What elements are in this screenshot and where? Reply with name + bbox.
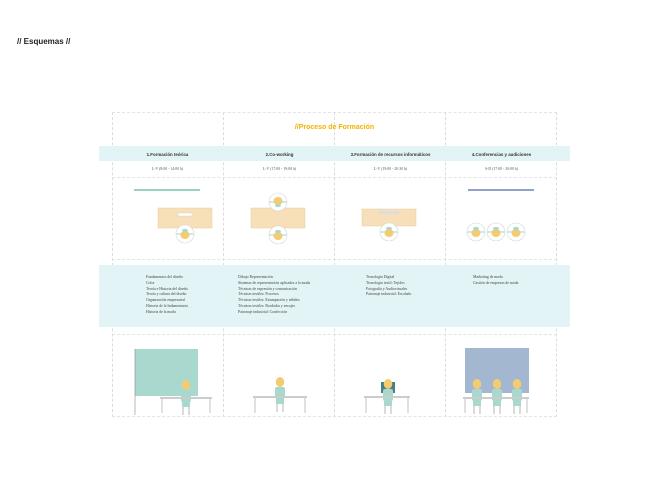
student-top-view	[268, 225, 288, 245]
stage-heading: 2.Co-working	[265, 152, 294, 157]
subject-item: Tecnología Digital	[366, 275, 395, 279]
stage-divider-line	[134, 189, 200, 191]
row-divider	[112, 177, 557, 178]
student-front-view	[491, 378, 503, 415]
row-divider	[112, 334, 557, 335]
subject-item: Historia de la Indumentaria	[146, 303, 188, 308]
subjects-list: Tecnología Digital Tecnología textil: Te…	[366, 275, 411, 298]
subject-item: Tecnología textil: Tejidos	[366, 280, 405, 285]
student-front-view	[471, 378, 483, 415]
row-divider	[112, 416, 557, 417]
row-divider	[112, 112, 557, 113]
stage-schedule: L-V (8:00 - 14:00 h)	[151, 167, 184, 171]
subject-item: Gestión de empresas de moda	[473, 280, 519, 285]
subject-item: Marketing de moda	[473, 275, 503, 279]
stage-divider-line	[468, 189, 534, 191]
stage-schedule: S-D (17:00 - 20:00 h)	[485, 167, 518, 171]
subject-item: Teoría y cultura del diseño	[146, 292, 187, 297]
row-divider	[112, 259, 557, 260]
student-front-view	[274, 376, 286, 413]
subjects-band	[99, 265, 570, 327]
column-divider	[334, 112, 335, 417]
subject-item: Organización empresarial	[146, 298, 186, 303]
student-top-view	[506, 222, 526, 242]
student-top-view	[379, 222, 399, 242]
subject-item: Color	[146, 280, 155, 285]
seating-top-view-illustrations	[157, 192, 526, 245]
stage-header-band	[99, 146, 570, 161]
column-divider	[445, 112, 446, 417]
stage-schedule: L-V (17:00 - 19:00 h)	[262, 167, 297, 171]
student-top-view	[268, 192, 288, 212]
stage-heading: 1.Formación teórica	[146, 152, 189, 157]
stage-schedule: L-V (19:00 - 20:30 h)	[373, 167, 408, 171]
subject-item: Técnicas textiles: Estampación y teñidos	[238, 298, 300, 303]
student-top-view	[175, 224, 195, 244]
subject-item: Fotografía y Audiovisuales	[366, 286, 408, 291]
student-top-view	[486, 222, 506, 242]
subject-item: Dibujo Representación	[238, 275, 273, 279]
subjects-list: Dibujo Representación Sistemas de repres…	[238, 275, 310, 316]
stage-heading: 3.Formación de recursos informáticos	[350, 152, 431, 157]
student-top-view	[466, 222, 486, 242]
subject-item: Teoría e Historia del diseño	[146, 286, 188, 291]
formation-diagram	[112, 112, 557, 417]
classroom-front-view-illustrations	[134, 348, 529, 416]
laptop-icon	[177, 212, 193, 217]
subject-item: Técnicas de expresión y comunicación	[238, 286, 297, 291]
stage-heading: 4.Conferencias y audiciones	[471, 152, 532, 157]
column-divider	[112, 112, 113, 417]
subject-item: Sistemas de representación aplicados a l…	[238, 280, 311, 285]
subject-item: Historia de la moda	[146, 309, 176, 314]
subject-item: Técnicas textiles: Bordados y encajes	[238, 303, 295, 308]
column-divider	[223, 112, 224, 417]
diagram-title: //Proceso de Formación	[294, 124, 375, 131]
subject-item: Patronaje industrial: Confección	[238, 309, 288, 314]
computer-icon	[379, 211, 399, 214]
subjects-list: Fundamentos del diseño Color Teoría e Hi…	[146, 275, 188, 316]
subject-item: Fundamentos del diseño	[146, 275, 183, 279]
student-front-view	[511, 378, 523, 415]
subject-item: Técnicas textiles: Procesos	[238, 292, 279, 297]
subject-item: Patronaje industrial: Escalado	[366, 292, 412, 297]
page-heading: // Esquemas //	[17, 37, 71, 46]
subjects-list: Marketing de moda Gestión de empresas de…	[473, 275, 518, 287]
column-divider	[556, 112, 557, 417]
